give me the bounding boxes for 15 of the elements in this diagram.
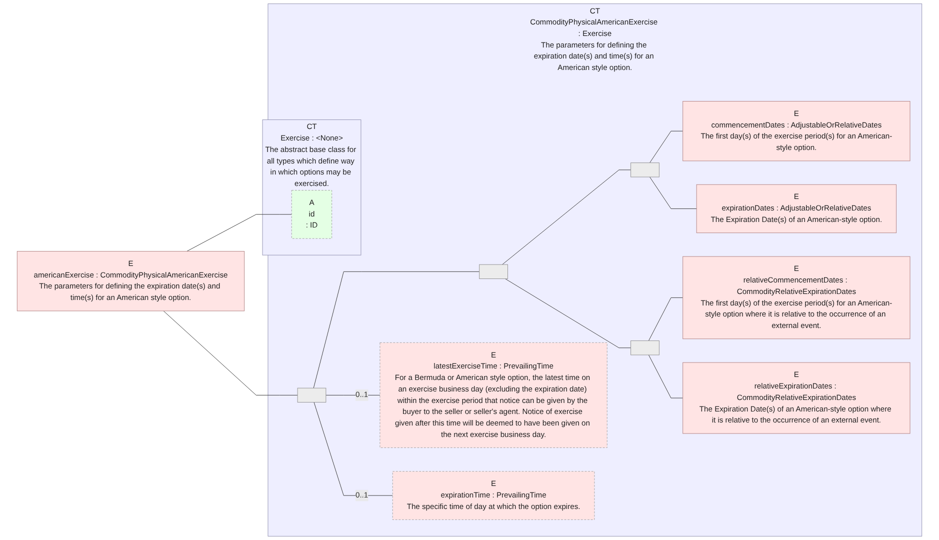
connector (326, 394, 380, 396)
node-box (630, 162, 660, 178)
connector (186, 214, 292, 252)
connector (650, 176, 697, 209)
node-box (479, 264, 508, 279)
connector (648, 354, 684, 398)
connector (313, 271, 480, 388)
connector (314, 402, 393, 496)
connector (163, 310, 298, 396)
connector (502, 170, 632, 265)
node-box (297, 388, 326, 403)
connector (648, 297, 684, 341)
connector (650, 130, 684, 164)
connector (504, 278, 632, 348)
node-box (630, 340, 660, 356)
